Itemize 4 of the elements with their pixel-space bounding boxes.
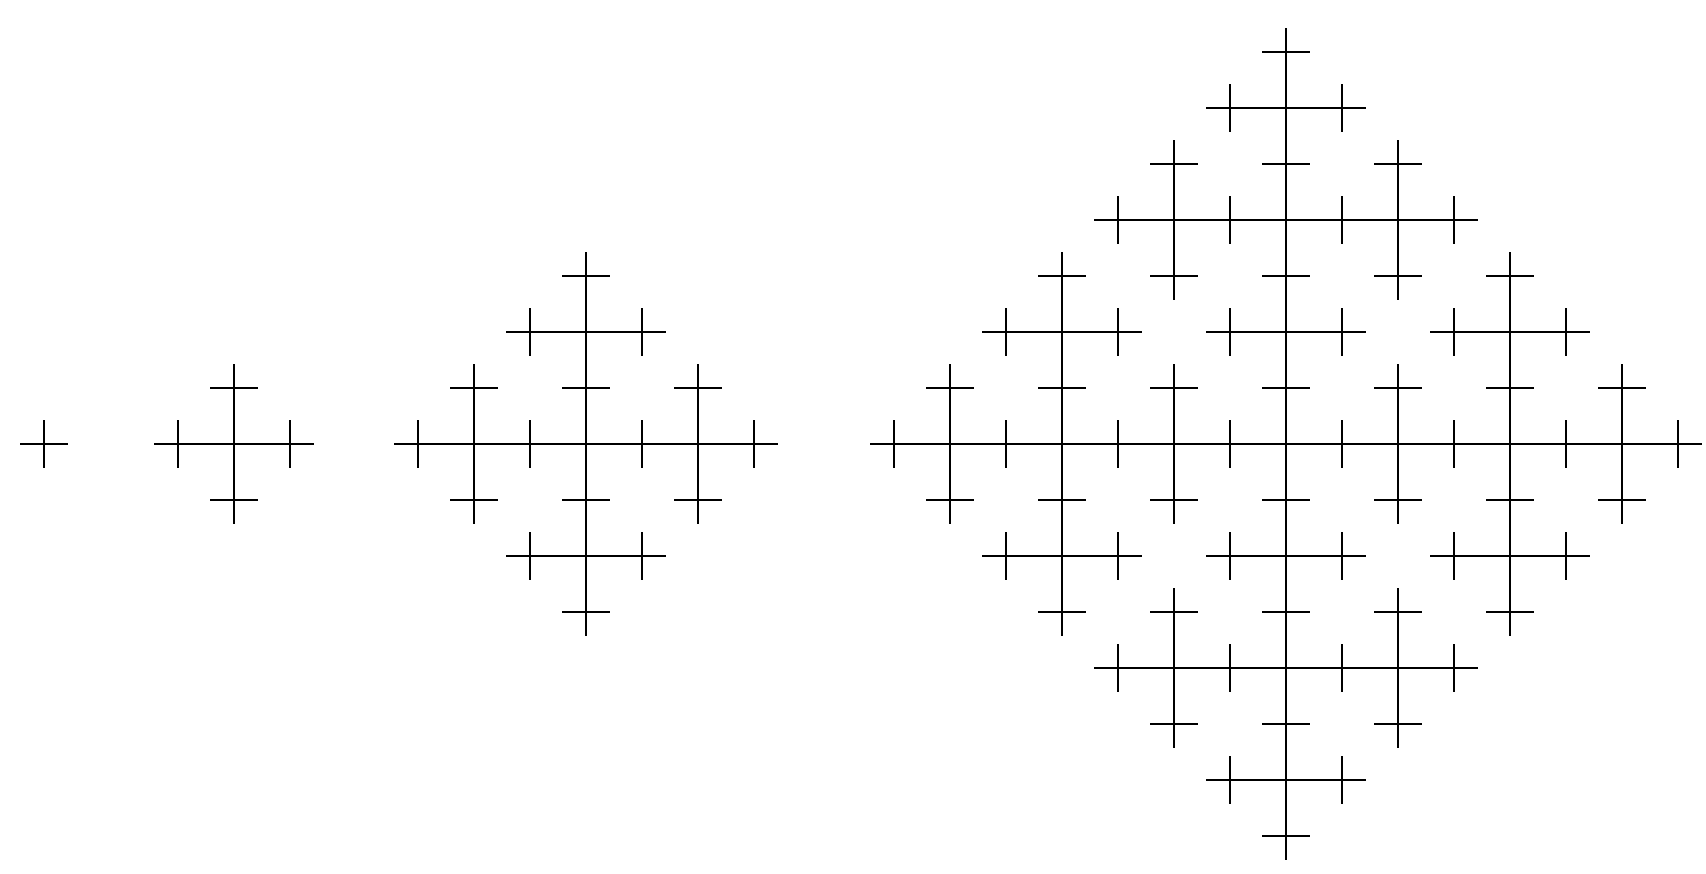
cross-fractal-drawing: [868, 26, 1704, 862]
cross-fractal-drawing: [18, 418, 70, 470]
cross-fractal-drawing: [152, 362, 316, 526]
cross-fractal-drawing: [392, 250, 780, 638]
